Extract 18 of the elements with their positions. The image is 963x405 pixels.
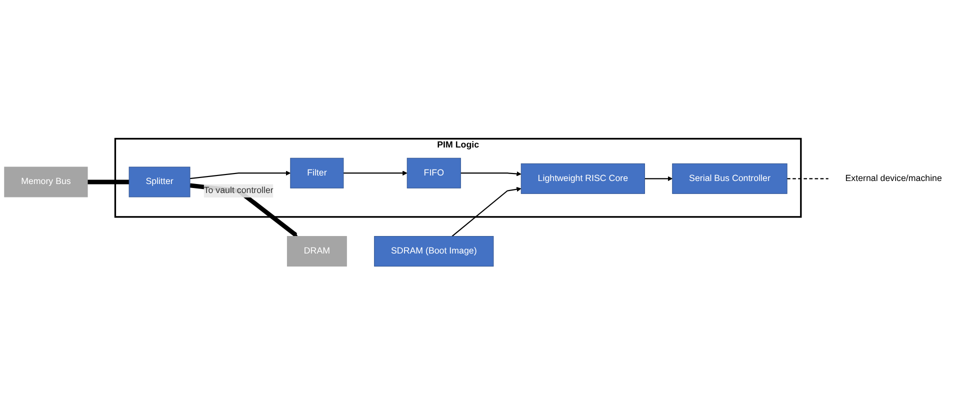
- node-box: SDRAM (Boot Image): [374, 236, 494, 267]
- arrow: [452, 186, 522, 237]
- arrow: [343, 170, 408, 176]
- node-box: Filter: [290, 158, 344, 188]
- node-box: DRAM: [286, 236, 347, 267]
- edge-label: To vault controller: [204, 186, 274, 196]
- connector: [88, 180, 130, 184]
- node-box: Lightweight RISC Core: [520, 163, 645, 194]
- node-box: Serial Bus Controller: [672, 163, 788, 194]
- node-box: Splitter: [128, 166, 190, 198]
- node-text: External device/machine: [845, 174, 942, 184]
- arrow: [460, 171, 522, 176]
- arrow: [644, 176, 673, 182]
- connector: [787, 178, 829, 180]
- arrow: [190, 183, 298, 237]
- node-box: FIFO: [406, 158, 461, 188]
- arrow: [190, 170, 291, 180]
- node-box: Memory Bus: [4, 166, 88, 198]
